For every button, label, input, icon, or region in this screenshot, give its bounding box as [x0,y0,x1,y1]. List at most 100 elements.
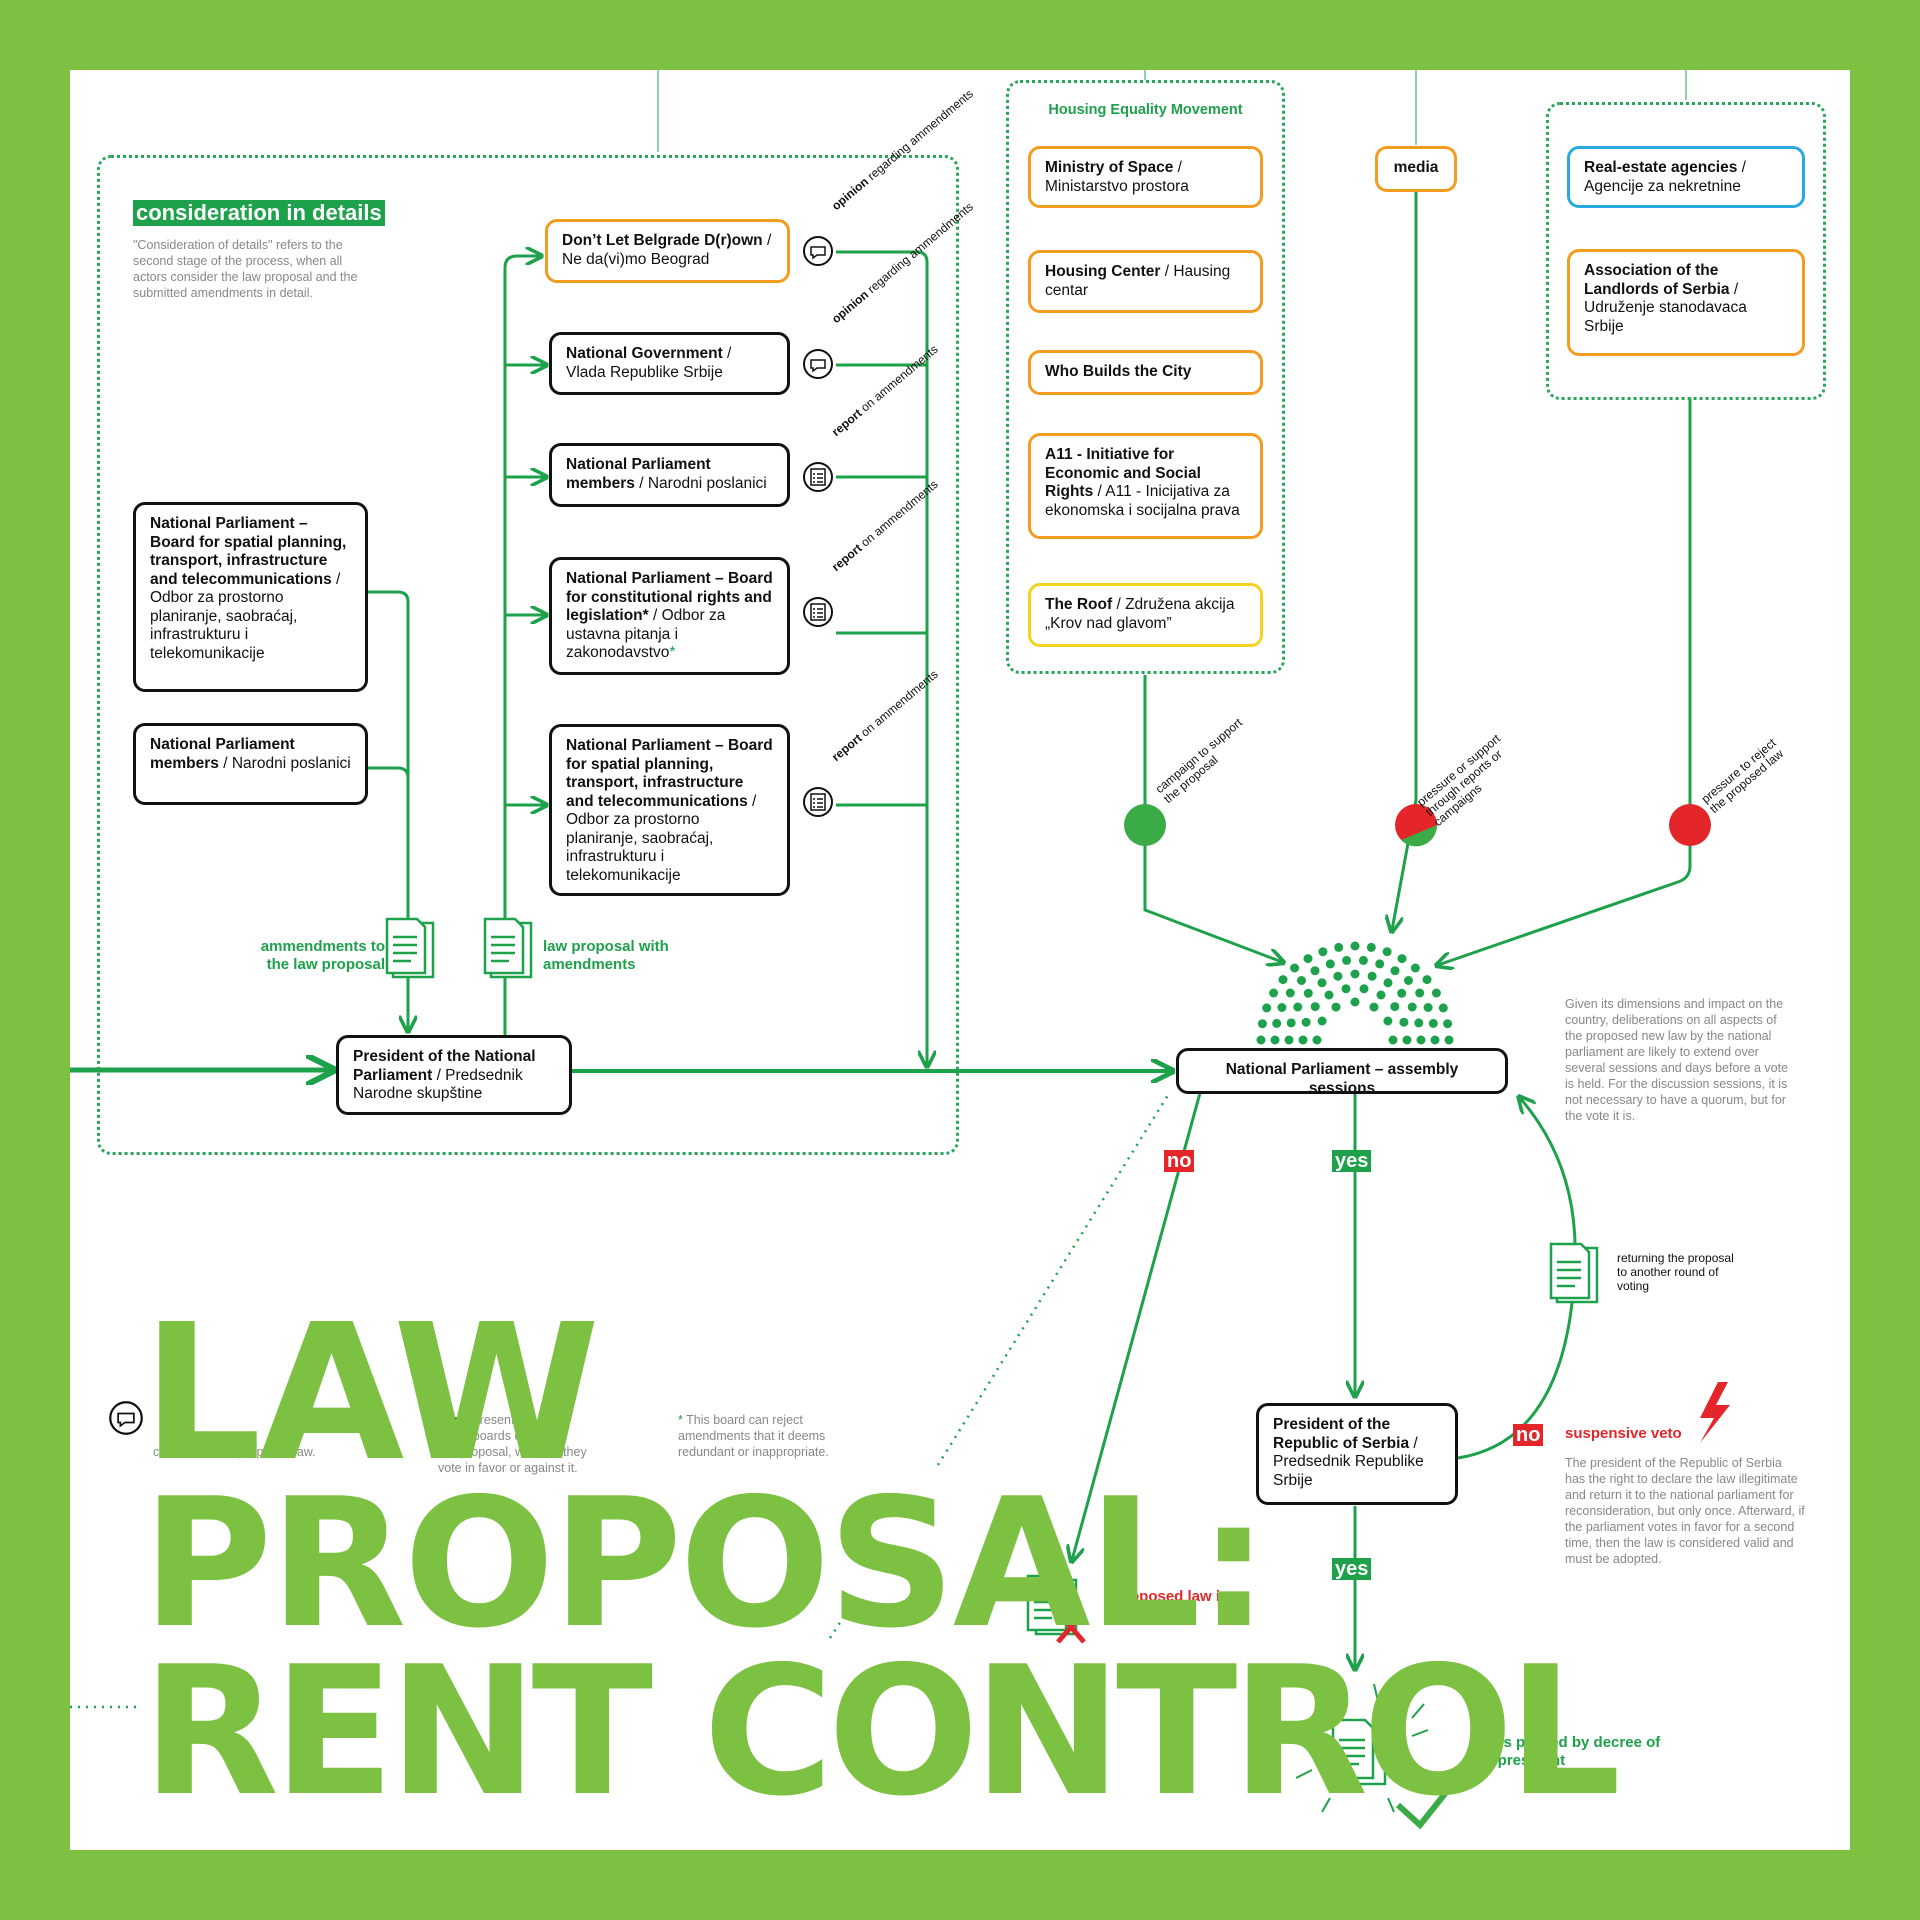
parliament-seat [1272,1018,1282,1028]
parliament-seat [1382,947,1392,957]
parliament-seat [1312,1035,1322,1045]
box-subtitle: / Narodni poslanici [634,474,767,492]
speech-bubble-icon [803,349,833,379]
burst-rays [1293,1683,1429,1813]
parliament-seat [1350,941,1360,951]
box-title: National Government [566,345,723,362]
returning-label: returning the proposal to another round … [1617,1251,1734,1293]
parliament-seat [1341,984,1351,994]
parliament-seat [1388,1035,1398,1045]
parliament-seat [1431,988,1441,998]
parliament-seat [1301,1017,1311,1027]
parliament-seat [1269,988,1279,998]
consideration-heading: consideration in details [133,200,385,226]
parliament-seat [1342,955,1352,965]
parliament-seat [1366,942,1376,952]
rejected-document-icon [1026,1574,1086,1644]
title-line-2: PROPOSAL: [142,1460,1269,1667]
president-parliament-box[interactable]: President of the National Parliament / P… [336,1035,572,1115]
legend-footnote: * This board can reject amendments that … [678,1413,829,1459]
parliament-members-box[interactable]: National Parliament members / Narodni po… [133,723,368,805]
parliament-seat [1358,955,1368,965]
president-serbia-box[interactable]: President of the Republic of Serbia / Pr… [1256,1403,1458,1505]
box-title: Don’t Let Belgrade D(r)own [562,232,763,249]
media-box[interactable]: media [1375,146,1457,192]
ministry-of-space-box[interactable]: Ministry of Space / Ministarstvo prostor… [1028,146,1263,208]
actor-parliament-members[interactable]: National Parliament members / Narodni po… [549,443,790,507]
the-roof-box[interactable]: The Roof / Združena akcija „Krov nad gla… [1028,583,1263,647]
parliament-seat [1399,1017,1409,1027]
parliament-seat [1404,976,1413,985]
actor-dont-let-belgrade-drown[interactable]: Don’t Let Belgrade D(r)own / Ne da(vi)mo… [545,219,790,283]
parliament-seat [1290,963,1300,973]
actor-board-constitutional[interactable]: National Parliament – Board for constitu… [549,557,790,675]
document-icon [385,917,435,979]
parliament-seat [1350,969,1360,979]
parliament-seat [1317,1016,1327,1026]
parliament-seat [1310,966,1320,976]
parliament-seat [1317,978,1327,988]
assembly-note: Given its dimensions and impact on the c… [1565,997,1789,1123]
legend-reports: ports present the of the boards on the l… [438,1413,587,1475]
parliament-seat [1270,1035,1280,1045]
parliament-seat [1414,1018,1424,1028]
parliament-seat [1397,988,1407,998]
title-line-1: LAW [142,1284,600,1503]
box-title: National Parliament – Board for constitu… [566,570,773,624]
parliament-seat [1407,1002,1417,1012]
housing-center-box[interactable]: Housing Center / Hausing centar [1028,250,1263,313]
parliament-seats-icon [1256,941,1454,1045]
parliament-seat [1284,1035,1294,1045]
parliament-seat [1390,1002,1400,1012]
reject-status-circle [1669,804,1711,846]
actor-board-spatial-planning[interactable]: National Parliament – Board for spatial … [549,724,790,896]
box-title: President of the Republic of Serbia [1273,1416,1410,1452]
box-subtitle: / Ne da(vi)mo Beograd [562,232,772,268]
speech-bubble-icon [803,236,833,266]
landlords-zone [1546,102,1826,400]
board-spatial-planning-box[interactable]: National Parliament – Board for spatial … [133,502,368,692]
box-subtitle: / Odbor za ustavna pitanja i zakonodavst… [566,607,726,661]
parliament-seat [1376,990,1386,1000]
box-title: National Parliament members [566,456,711,492]
assembly-sessions-box[interactable]: National Parliament – assembly sessions [1176,1048,1508,1097]
parliament-seat [1416,1035,1426,1045]
speech-bubble-icon [109,1401,143,1435]
consideration-note: "Consideration of details" refers to the… [133,238,358,300]
box-subtitle: / Odbor za prostorno planiranje, saobrać… [150,570,341,662]
parliament-seat [1334,942,1344,952]
box-title: National Parliament – Board for spatial … [150,515,347,588]
parliament-seat [1318,947,1328,957]
parliament-seat [1262,1003,1272,1013]
landlords-association-box[interactable]: Association of the Landlords of Serbia /… [1567,249,1805,356]
box-title: President of the National Parliament [353,1048,536,1084]
real-estate-agencies-box[interactable]: Real-estate agencies / Agencije za nekre… [1567,146,1805,208]
support-status-circle [1124,804,1166,846]
parliament-seat [1444,1035,1454,1045]
housing-movement-zone [1006,80,1285,674]
passed-document-icon [1331,1718,1387,1786]
lightning-icon [1700,1382,1730,1443]
box-subtitle: / Predsednik Republike Srbije [1273,1434,1424,1489]
parliament-seat [1331,1002,1341,1012]
parliament-seat [1298,1035,1308,1045]
who-builds-the-city-box[interactable]: Who Builds the City [1028,350,1263,395]
housing-movement-title: Housing Equality Movement [1048,102,1243,118]
parliament-seat [1390,966,1400,976]
parliament-seat [1278,975,1288,985]
parliament-seat [1277,1003,1287,1012]
parliament-seat [1397,954,1407,964]
box-title: National Parliament members [150,736,295,772]
parliament-seat [1350,997,1360,1007]
parliament-seat [1369,1002,1379,1012]
check-icon [1395,1778,1459,1830]
a11-initiative-box[interactable]: A11 - Initiative for Economic and Social… [1028,433,1263,539]
parliament-seat [1428,1018,1438,1028]
parliament-seat [1410,963,1420,973]
parliament-seat [1375,959,1385,969]
footnote-star: * [669,644,676,661]
legend-opinion-tail: contents of the proposed law. [153,1445,316,1459]
poster-canvas [70,70,1850,1850]
actor-national-government[interactable]: National Government / Vlada Republike Sr… [549,332,790,395]
